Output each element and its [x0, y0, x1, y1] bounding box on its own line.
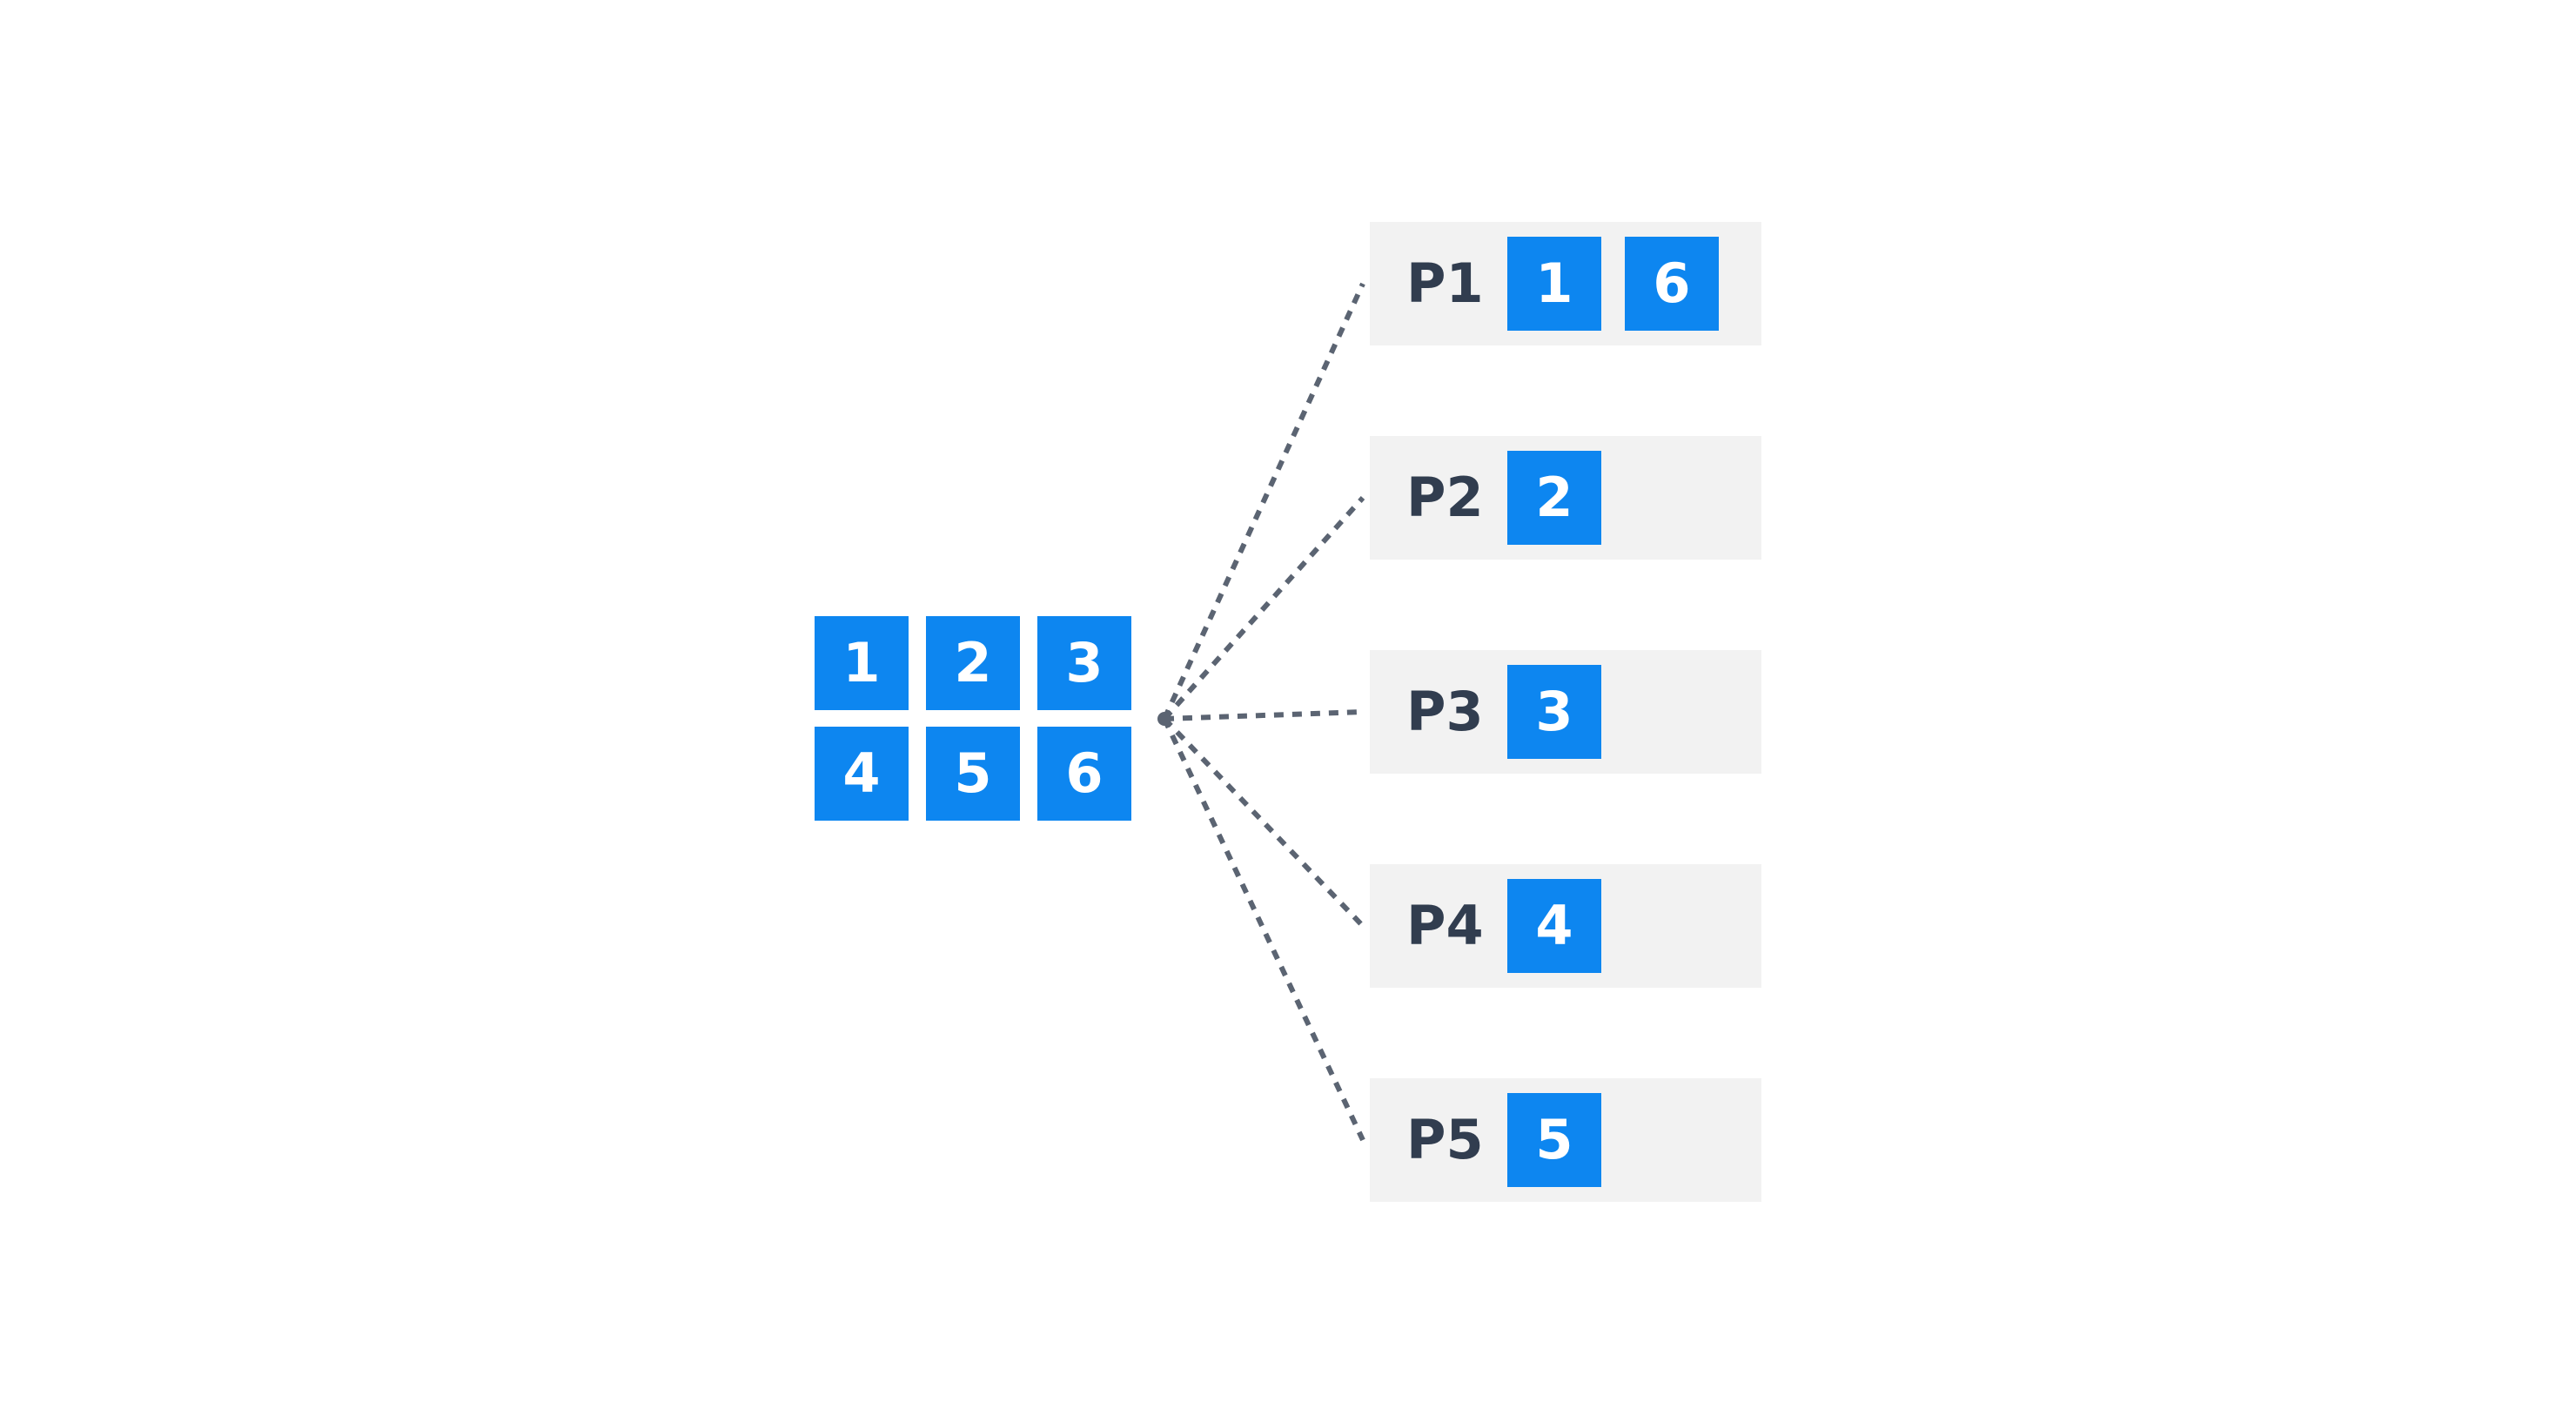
task-square: 2 — [1507, 451, 1601, 545]
task-number: 4 — [1535, 894, 1573, 957]
task-number: 6 — [1065, 741, 1104, 805]
task-square: 3 — [1507, 665, 1601, 759]
distribution-line — [1162, 282, 1365, 721]
task-number: 4 — [842, 741, 881, 805]
processor-row: P1 1 6 — [1370, 222, 1761, 345]
processor-task-list: 2 — [1507, 451, 1601, 545]
processor-row: P3 3 — [1370, 650, 1761, 774]
processor-label: P1 — [1406, 252, 1484, 315]
task-number: 1 — [842, 631, 881, 694]
distribution-line — [1162, 717, 1365, 1142]
processor-row: P5 5 — [1370, 1078, 1761, 1202]
task-square: 3 — [1037, 616, 1131, 710]
distribution-line — [1162, 495, 1365, 721]
task-number: 5 — [1535, 1108, 1573, 1171]
task-square: 4 — [815, 727, 909, 821]
task-square: 1 — [1507, 237, 1601, 331]
task-square: 4 — [1507, 879, 1601, 973]
hub-dot — [1157, 712, 1171, 726]
processor-label: P3 — [1406, 680, 1484, 743]
task-number: 2 — [1535, 466, 1573, 529]
processor-label: P5 — [1406, 1108, 1484, 1171]
task-square: 5 — [1507, 1093, 1601, 1187]
task-number: 3 — [1535, 680, 1573, 743]
processor-task-list: 1 6 — [1507, 237, 1719, 331]
distribution-line — [1162, 716, 1365, 929]
task-square: 1 — [815, 616, 909, 710]
task-square: 6 — [1625, 237, 1719, 331]
processor-row: P4 4 — [1370, 864, 1761, 988]
task-number: 1 — [1535, 252, 1573, 315]
task-square: 6 — [1037, 727, 1131, 821]
processor-task-list: 5 — [1507, 1093, 1601, 1187]
task-square: 2 — [926, 616, 1020, 710]
distribution-line — [1164, 709, 1364, 721]
processor-task-list: 3 — [1507, 665, 1601, 759]
task-number: 5 — [954, 741, 992, 805]
task-pool-grid: 1 2 3 4 5 6 — [815, 616, 1131, 821]
processor-label: P4 — [1406, 894, 1484, 957]
task-number: 2 — [954, 631, 992, 694]
task-square: 5 — [926, 727, 1020, 821]
processor-task-list: 4 — [1507, 879, 1601, 973]
task-number: 6 — [1653, 252, 1691, 315]
task-number: 3 — [1065, 631, 1104, 694]
processor-label: P2 — [1406, 466, 1484, 529]
processor-row: P2 2 — [1370, 436, 1761, 560]
